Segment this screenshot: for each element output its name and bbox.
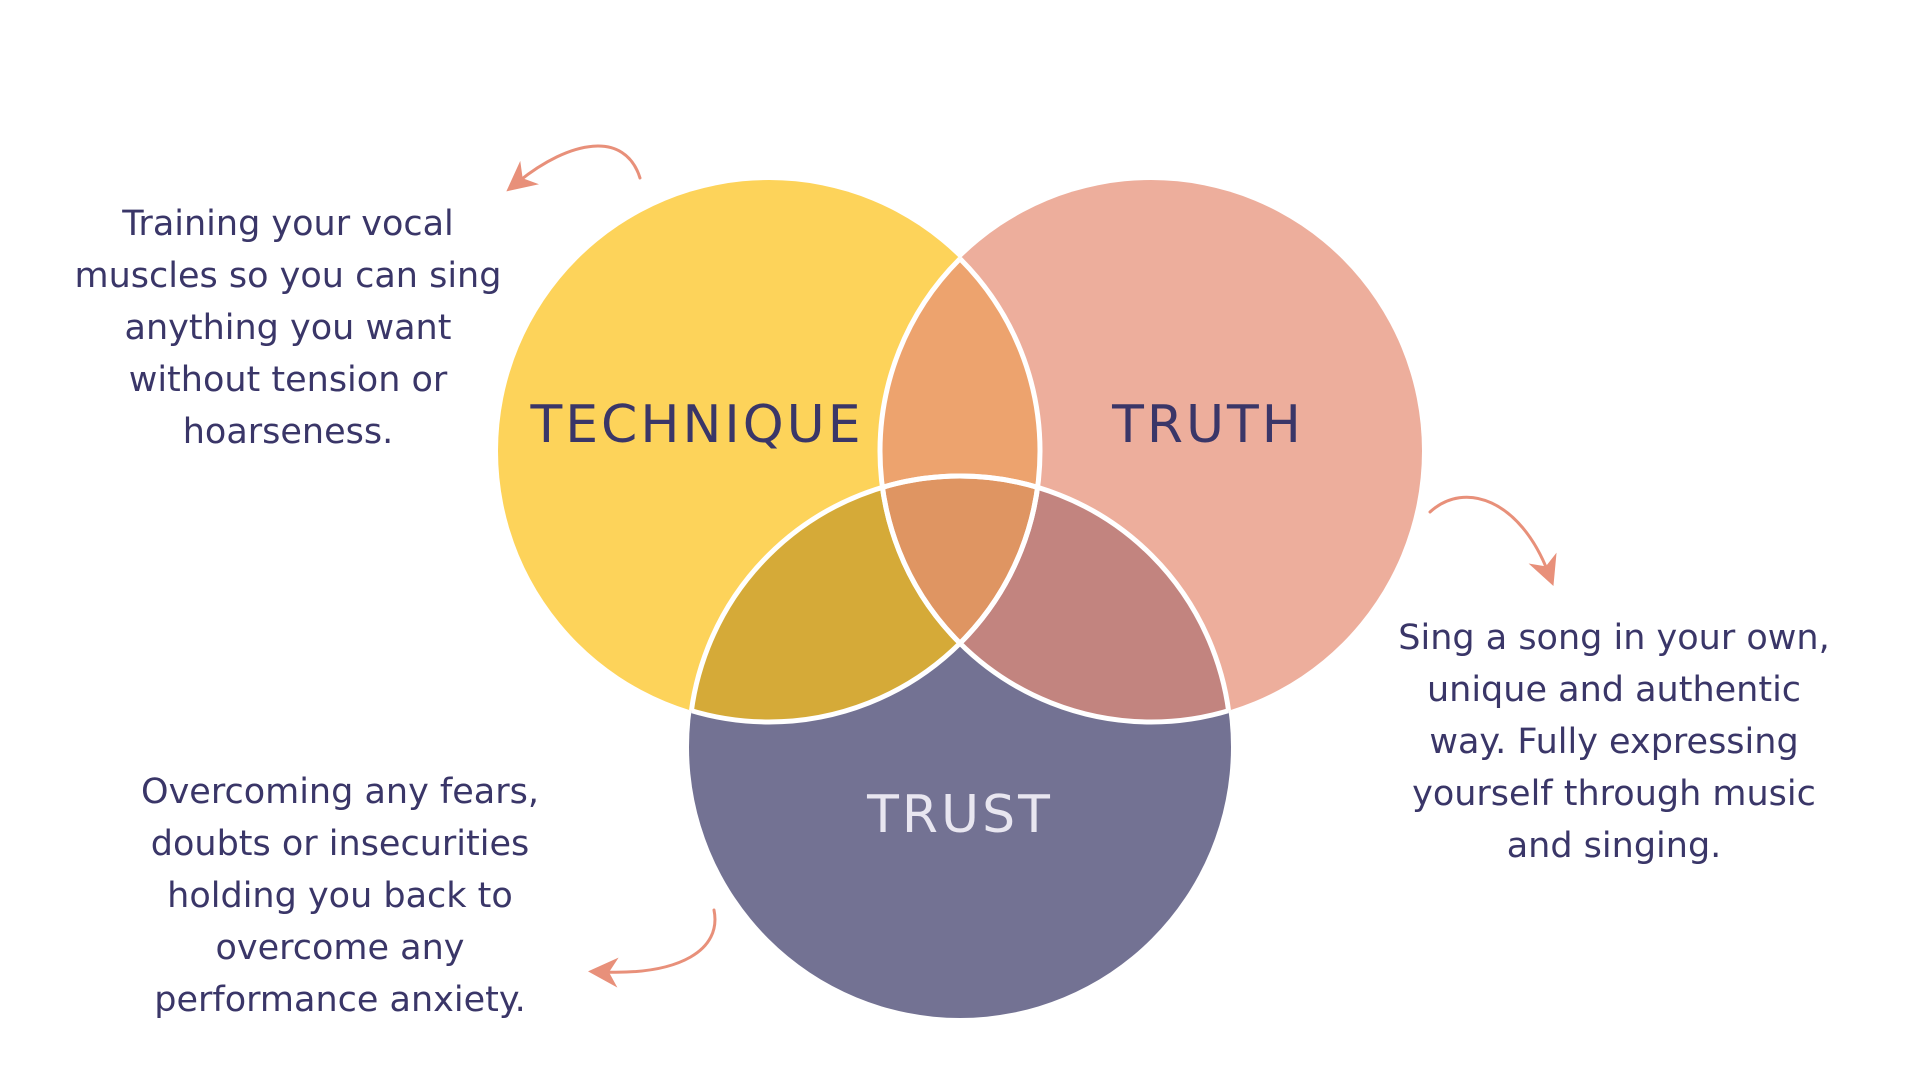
desc-line: without tension or [128,360,448,400]
desc-line: doubts or insecurities [150,824,530,864]
technique-label: TECHNIQUE [529,395,863,455]
desc-line: unique and authentic [1426,670,1802,710]
arrow-trust-icon [588,908,717,988]
technique-description: Training your vocal muscles so you can s… [48,198,528,458]
desc-line: and singing. [1506,826,1722,866]
arrow-technique-icon [506,144,642,192]
desc-line: hoarseness. [182,412,394,452]
truth-description: Sing a song in your own, unique and auth… [1374,612,1854,872]
desc-line: Overcoming any fears, [141,772,539,812]
desc-line: performance anxiety. [154,980,526,1020]
desc-line: anything you want [124,308,452,348]
trust-description: Overcoming any fears, doubts or insecuri… [100,766,580,1026]
trust-label: TRUST [866,785,1053,845]
truth-label: TRUTH [1111,395,1304,455]
desc-line: overcome any [215,928,465,968]
desc-line: Sing a song in your own, [1398,618,1830,658]
arrow-truth-icon [1428,495,1557,586]
truth-trust-overlap [880,476,1231,722]
desc-line: Training your vocal [122,204,454,244]
technique-trust-overlap [689,476,1040,722]
desc-line: way. Fully expressing [1429,722,1799,762]
desc-line: muscles so you can sing [74,256,502,296]
desc-line: yourself through music [1412,774,1816,814]
desc-line: holding you back to [167,876,513,916]
